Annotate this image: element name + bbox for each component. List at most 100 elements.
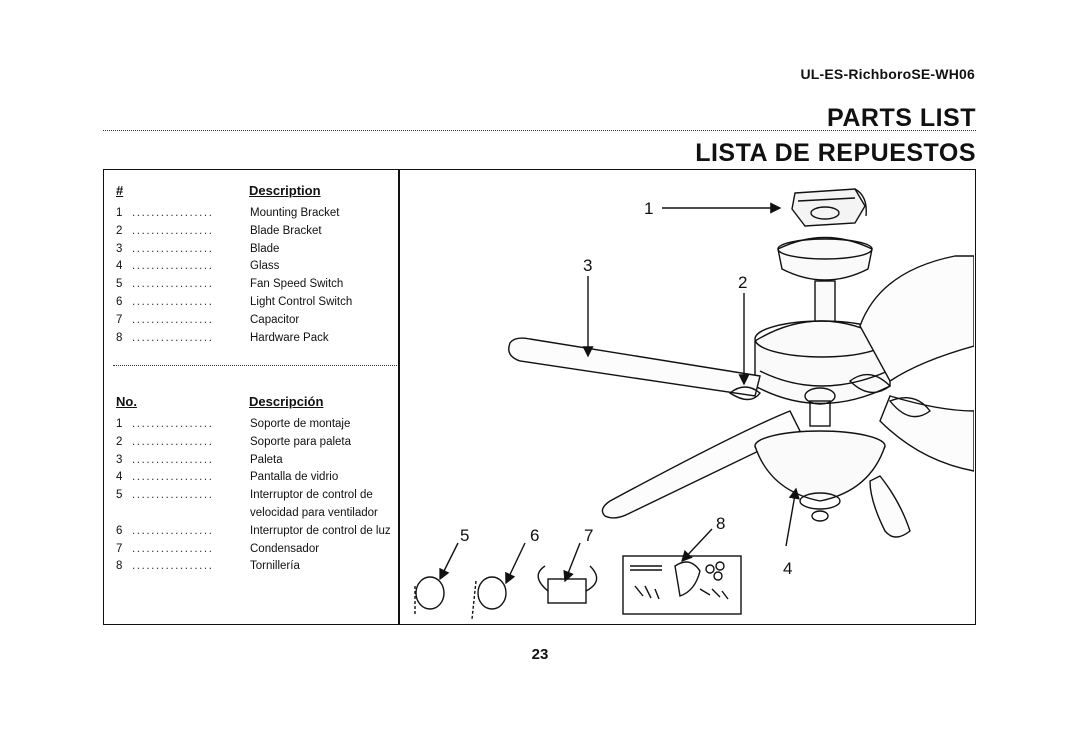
part-description: Condensador — [250, 542, 320, 555]
title-parts-list: PARTS LIST — [827, 104, 976, 132]
part-row-es: velocidad para ventilador — [116, 505, 401, 523]
ceiling-fan-illustration: 1 2 3 4 5 6 7 8 — [414, 188, 974, 620]
part-description: Interruptor de control de — [250, 489, 373, 502]
col-desc-header: Description — [249, 183, 321, 198]
part-row: 3................. Blade — [116, 241, 401, 259]
part-row-es: 5................. Interruptor de control… — [116, 487, 401, 505]
part-number: 5 — [116, 278, 123, 291]
part-row-es: 3................. Paleta — [116, 452, 401, 470]
part-description: Paleta — [250, 453, 283, 466]
part-description: Blade — [250, 242, 280, 255]
part-row: 8................. Hardware Pack — [116, 330, 401, 348]
part-description: Soporte de montaje — [250, 418, 351, 430]
part-number: 1 — [116, 207, 123, 219]
leader-dots: ................. — [132, 560, 214, 573]
part-description: Glass — [250, 260, 280, 273]
part-row: 6................. Light Control Switch — [116, 294, 401, 312]
part-number: 6 — [116, 295, 123, 308]
part-number: 8 — [116, 560, 123, 573]
leader-dots: ................. — [132, 471, 214, 484]
leader-dots: ................. — [132, 489, 214, 502]
part-description: Hardware Pack — [250, 331, 329, 344]
leader-dots: ................. — [132, 331, 214, 344]
blades-drawing — [508, 255, 974, 538]
part-row-es: 6................. Interruptor de control… — [116, 523, 401, 541]
part-row-es: 1................. Soporte de montaje — [116, 416, 401, 434]
mounting-bracket-drawing — [791, 188, 867, 227]
model-number: UL-ES-RichboroSE-WH06 — [800, 66, 975, 82]
part-number: 2 — [116, 224, 123, 237]
part-row-es: 8................. Tornillería — [116, 558, 401, 576]
leader-dots: ................. — [132, 453, 214, 466]
spanish-list-header: No. Descripción — [116, 394, 401, 416]
leader-dots: ................. — [132, 295, 214, 308]
part-row: 1................. Mounting Bracket — [116, 205, 401, 223]
callout-3: 3 — [583, 256, 592, 275]
leader-dots: ................. — [132, 207, 214, 219]
part-number: 7 — [116, 313, 123, 326]
callout-6: 6 — [530, 526, 539, 545]
parts-frame — [103, 169, 976, 625]
part-number: 7 — [116, 542, 123, 555]
part-description: Tornillería — [250, 560, 300, 573]
canopy-drawing — [777, 236, 873, 332]
light-kit-drawing — [754, 387, 886, 522]
part-row: 5................. Fan Speed Switch — [116, 276, 401, 294]
leader-dots: ................. — [132, 435, 214, 448]
column-divider — [398, 169, 400, 625]
motor-housing-drawing — [754, 320, 891, 405]
part-description: Soporte para paleta — [250, 435, 352, 448]
part-description: Fan Speed Switch — [250, 278, 344, 291]
part-row-es: 4................. Pantalla de vidrio — [116, 469, 401, 487]
col-num-header-es: No. — [116, 394, 137, 409]
leader-dots: ................. — [132, 224, 214, 237]
fan-speed-switch-drawing — [414, 576, 445, 616]
part-number: 1 — [116, 418, 123, 430]
hardware-pack-drawing — [622, 555, 742, 615]
part-description: Light Control Switch — [250, 295, 353, 308]
part-row: 4................. Glass — [116, 258, 401, 276]
page-number: 23 — [531, 646, 549, 663]
part-row-es: 2................. Soporte para paleta — [116, 434, 401, 452]
col-num-header: # — [116, 183, 124, 198]
english-list-header: # Description — [116, 183, 401, 205]
part-number: 3 — [116, 242, 123, 255]
callout-2: 2 — [738, 273, 747, 292]
part-number: 4 — [116, 471, 123, 484]
part-description: Blade Bracket — [250, 224, 322, 237]
part-description: velocidad para ventilador — [250, 506, 378, 519]
leader-dots: ................. — [132, 260, 214, 273]
leader-dots: ................. — [132, 418, 214, 430]
part-description: Interruptor de control de luz — [250, 524, 391, 537]
leader-dots: ................. — [132, 542, 214, 555]
leader-dots: ................. — [132, 242, 214, 255]
part-row-es: 7................. Condensador — [116, 541, 401, 559]
part-number: 6 — [116, 524, 123, 537]
callout-8: 8 — [716, 514, 725, 533]
dotted-rule — [103, 130, 976, 131]
light-control-switch-drawing — [471, 576, 507, 620]
part-description: Pantalla de vidrio — [250, 471, 339, 484]
callout-7: 7 — [584, 526, 593, 545]
leader-dots: ................. — [132, 524, 214, 537]
part-row: 2................. Blade Bracket — [116, 223, 401, 241]
english-parts-list: # Description 1................. Mounting… — [116, 183, 401, 347]
part-number: 4 — [116, 260, 123, 273]
part-number: 3 — [116, 453, 123, 466]
part-row: 7................. Capacitor — [116, 312, 401, 330]
part-description: Mounting Bracket — [250, 207, 340, 219]
callout-4: 4 — [783, 559, 792, 578]
blade-brackets-drawing — [728, 373, 931, 418]
callout-1: 1 — [644, 199, 653, 218]
col-desc-header-es: Descripción — [249, 394, 324, 409]
part-number: 8 — [116, 331, 123, 344]
leader-dots: ................. — [132, 278, 214, 291]
part-number: 5 — [116, 489, 123, 502]
leader-dots: ................. — [132, 313, 214, 326]
callout-5: 5 — [460, 526, 469, 545]
capacitor-drawing — [537, 565, 598, 604]
part-number: 2 — [116, 435, 123, 448]
spanish-parts-list: No. Descripción 1................. Soport… — [116, 394, 401, 576]
title-lista-de-repuestos: LISTA DE REPUESTOS — [695, 139, 976, 167]
part-description: Capacitor — [250, 313, 300, 326]
